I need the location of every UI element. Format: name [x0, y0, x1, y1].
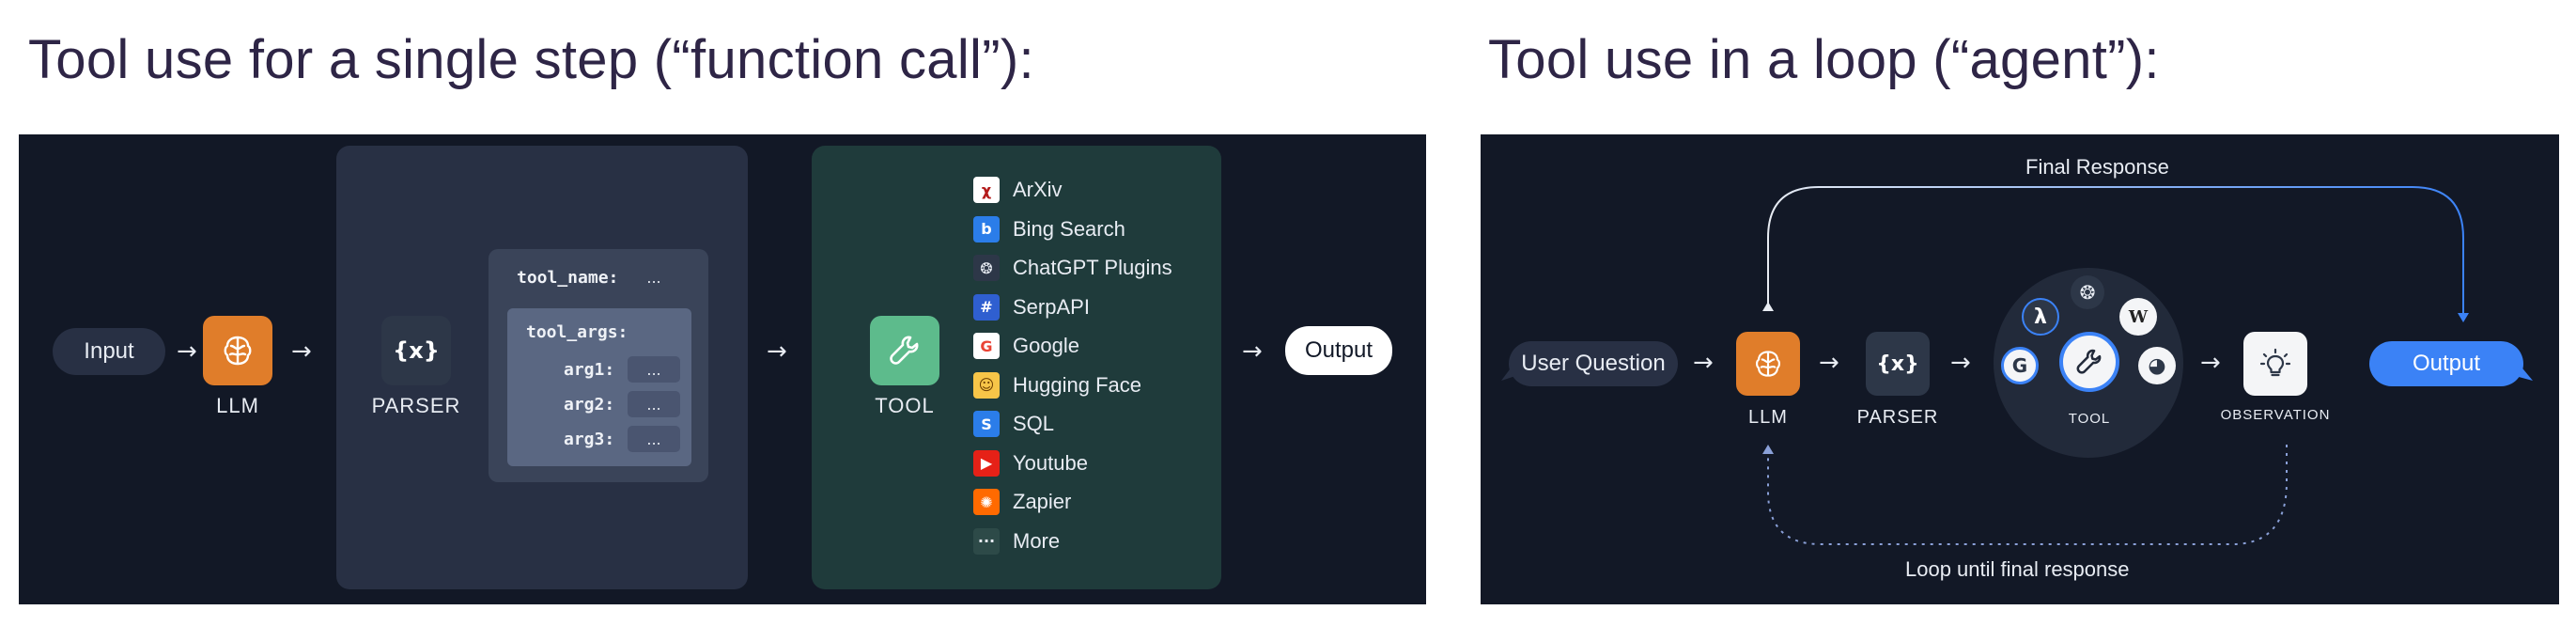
tool-item: ▶ Youtube [973, 449, 1088, 477]
final-response-label: Final Response [2025, 155, 2169, 179]
arrow-icon: → [1819, 349, 1839, 377]
tool-item: ❂ ChatGPT Plugins [973, 254, 1172, 282]
arrow-icon: → [1242, 337, 1263, 366]
tool-item-label: SerpAPI [1013, 294, 1090, 319]
serpapi-icon: # [973, 293, 1000, 321]
zapier-icon: ✺ [973, 489, 1000, 515]
parser-label: PARSER [1856, 407, 1939, 428]
final-response-arc [1767, 186, 2464, 313]
variable-icon: {x} [1876, 352, 1919, 376]
observation-node [2243, 332, 2307, 396]
tool-node [2059, 332, 2119, 392]
output-node: Output [2369, 341, 2523, 386]
wrench-icon [2076, 349, 2102, 374]
lightbulb-icon [2259, 348, 2291, 377]
tool-item: # SerpAPI [973, 293, 1090, 321]
output-label: Output [1304, 337, 1373, 363]
variable-icon: {x} [393, 337, 440, 364]
arrowhead-up [1762, 302, 1774, 311]
openai-icon: ❂ [973, 255, 1000, 281]
tool-item-label: Youtube [1013, 450, 1088, 475]
arrowhead-down [2458, 313, 2469, 322]
output-label: Output [2412, 351, 2481, 376]
arrow-icon: → [177, 337, 197, 366]
tool-item: ✺ Zapier [973, 488, 1071, 516]
arg1-key: arg1: [564, 360, 615, 380]
tool-item-label: ChatGPT Plugins [1013, 256, 1172, 279]
llm-node [1736, 332, 1800, 396]
tool-item: G Google [973, 332, 1079, 360]
arg3-value: ... [628, 426, 680, 452]
arrowhead-loop [1762, 445, 1774, 454]
llm-label: LLM [216, 394, 259, 417]
more-icon: ··· [973, 527, 1000, 555]
loop-arc [1767, 445, 2288, 545]
heading-function-call: Tool use for a single step (“function ca… [28, 29, 1034, 90]
tool-item: b Bing Search [973, 215, 1125, 243]
arg2-key: arg2: [564, 395, 615, 415]
arrow-icon: → [291, 337, 312, 366]
parser-label: PARSER [371, 394, 461, 417]
tool-name-key: tool_name: [517, 268, 619, 288]
tool-item-label: Hugging Face [1013, 372, 1141, 397]
agent-loop-diagram: Final Response Loop until final response… [1481, 134, 2559, 604]
function-call-diagram: Input → LLM → {x} PARSER tool_name: ... … [19, 134, 1426, 604]
arrow-icon: → [767, 337, 787, 366]
tool-item: χ ArXiv [973, 176, 1063, 204]
arrow-icon: → [2200, 349, 2221, 377]
wikipedia-icon: W [2119, 298, 2157, 336]
parser-node: {x} [381, 316, 451, 385]
chrome-icon: ◕ [2138, 347, 2176, 384]
heading-agent-loop: Tool use in a loop (“agent”): [1488, 29, 2160, 90]
tool-item: ··· More [973, 527, 1060, 556]
arg3-key: arg3: [564, 430, 615, 449]
user-question-label: User Question [1521, 351, 1666, 376]
arg2-value: ... [628, 391, 680, 417]
arg1-value: ... [628, 356, 680, 383]
openai-icon: ❂ [2071, 275, 2104, 309]
sql-icon: S [973, 411, 1000, 437]
arrow-icon: → [1693, 349, 1714, 377]
arrow-icon: → [1950, 349, 1971, 377]
tool-item-label: Google [1013, 334, 1079, 357]
brain-icon [1755, 351, 1781, 377]
user-question-node: User Question [1509, 341, 1678, 386]
brain-icon [224, 336, 252, 366]
bing-icon: b [973, 215, 1000, 243]
google-icon: G [973, 333, 1000, 359]
tool-item: S SQL [973, 410, 1054, 438]
tool-label: TOOL [875, 394, 935, 417]
arxiv-icon: χ [973, 177, 1000, 203]
llm-label: LLM [1748, 407, 1788, 428]
observation-label: OBSERVATION [2220, 407, 2331, 423]
parser-node: {x} [1866, 332, 1930, 396]
input-node: Input [53, 328, 165, 375]
tool-item-label: More [1013, 528, 1061, 553]
tool-node [870, 316, 939, 385]
google-icon: G [2001, 347, 2039, 384]
loop-label: Loop until final response [1905, 557, 2130, 581]
tool-item-label: SQL [1013, 412, 1055, 435]
tool-label: TOOL [2068, 411, 2111, 427]
wrench-icon [890, 336, 919, 365]
youtube-icon: ▶ [973, 449, 1000, 477]
tool-item-label: Bing Search [1013, 216, 1125, 241]
tool-name-value: ... [628, 264, 680, 290]
input-label: Input [84, 338, 134, 364]
tool-item: ☺ Hugging Face [973, 371, 1141, 399]
tool-item-label: ArXiv [1013, 178, 1063, 201]
llm-node [203, 316, 272, 385]
hugging-face-icon: ☺ [973, 371, 1000, 399]
tool-args-key: tool_args: [526, 322, 628, 342]
lambda-icon: λ [2022, 298, 2059, 336]
tool-item-label: Zapier [1013, 490, 1072, 513]
output-node: Output [1285, 326, 1392, 375]
